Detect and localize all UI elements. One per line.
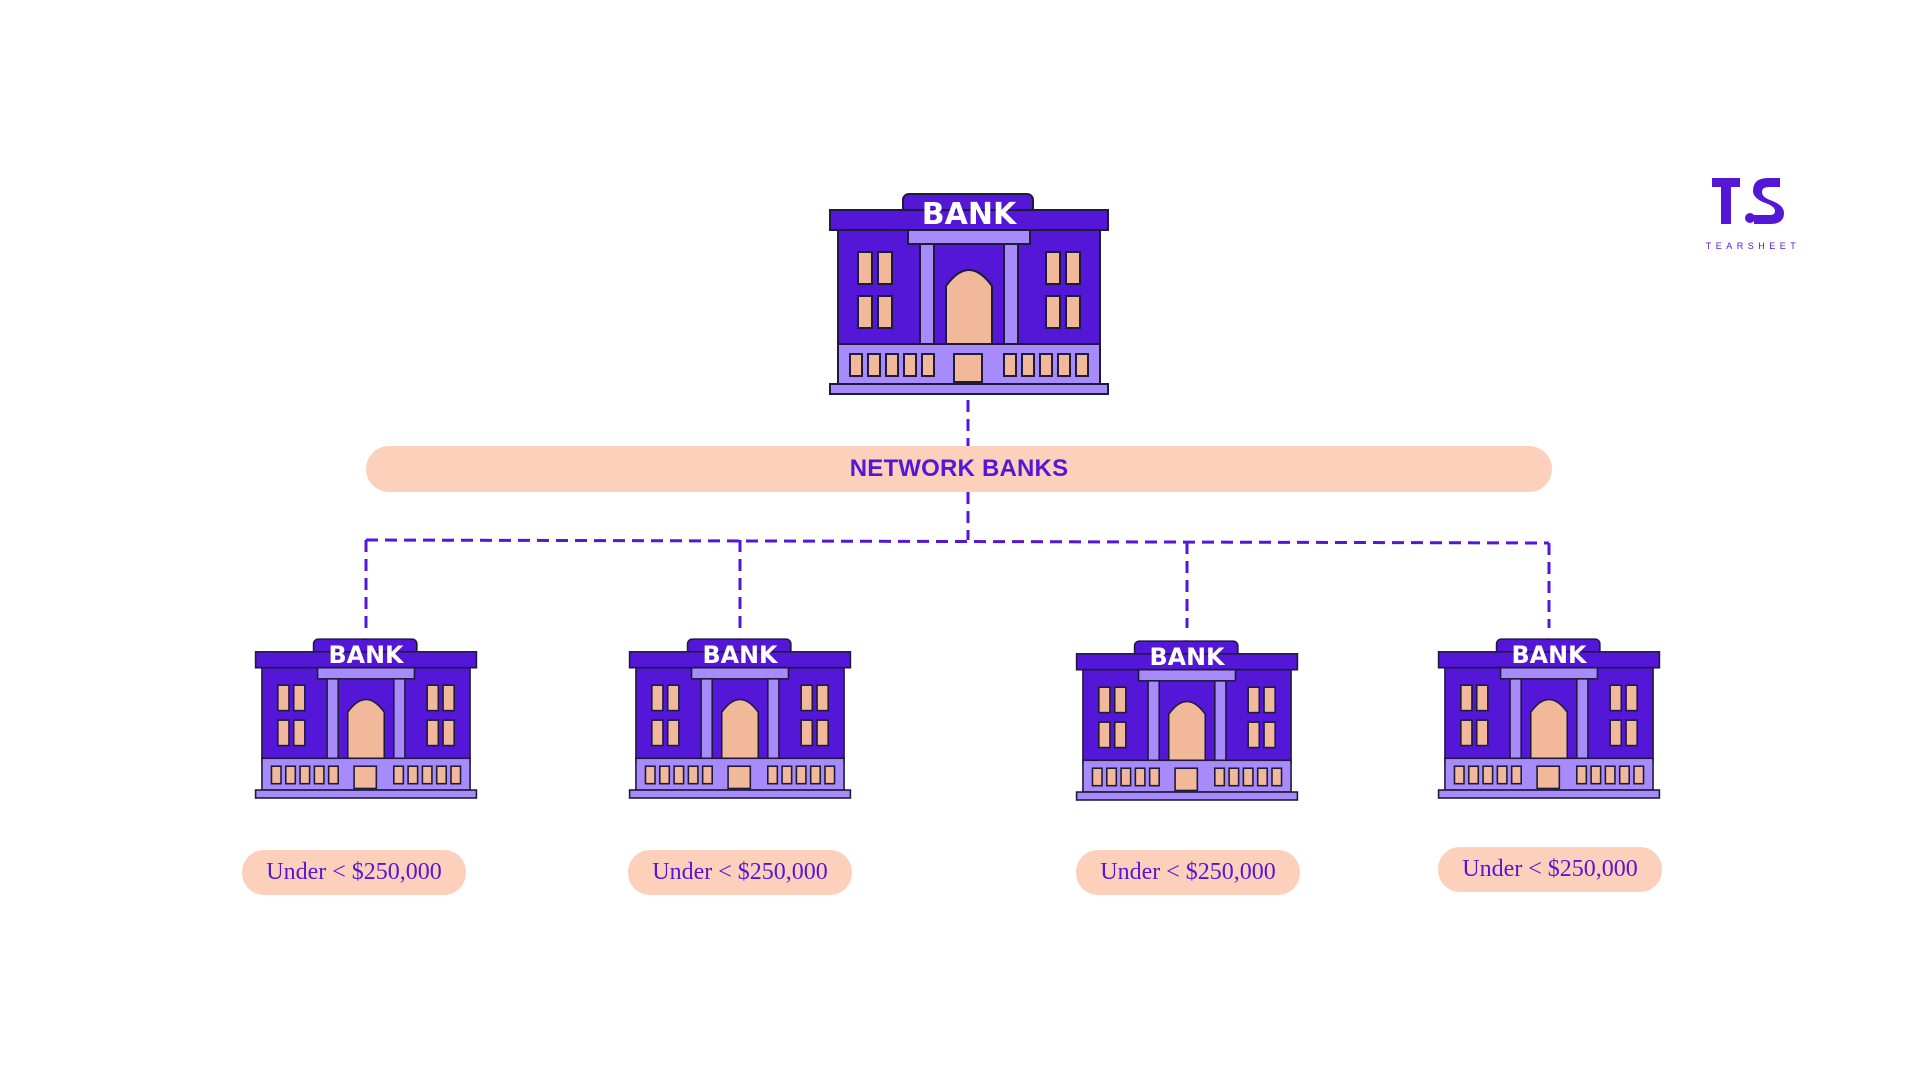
bank-sign: BANK bbox=[1512, 641, 1589, 669]
bank-building-icon: BANK bbox=[254, 638, 478, 799]
ts-logo-icon bbox=[1712, 178, 1784, 224]
logo-wordmark: TEARSHEET bbox=[1705, 241, 1801, 251]
limit-label: Under < $250,000 bbox=[1100, 859, 1276, 885]
top-bank: BANK bbox=[828, 178, 1110, 396]
bank-sign: BANK bbox=[329, 641, 406, 669]
limit-pill-1: Under < $250,000 bbox=[242, 850, 466, 895]
member-bank-3: BANK bbox=[1075, 628, 1299, 802]
network-banks-label: NETWORK BANKS bbox=[849, 455, 1069, 482]
limit-label: Under < $250,000 bbox=[266, 859, 442, 885]
limit-label: Under < $250,000 bbox=[652, 859, 828, 885]
network-banks-bar: NETWORK BANKS bbox=[366, 446, 1552, 492]
limit-label: Under < $250,000 bbox=[1462, 856, 1638, 882]
member-bank-1: BANK bbox=[254, 626, 478, 800]
bank-building-icon: BANK bbox=[829, 193, 1109, 395]
bank-sign: BANK bbox=[703, 641, 780, 669]
limit-pill-3: Under < $250,000 bbox=[1076, 850, 1300, 895]
connector-horizontal bbox=[365, 538, 1550, 545]
bank-building-icon: BANK bbox=[1437, 638, 1661, 799]
limit-pill-4: Under < $250,000 bbox=[1438, 847, 1662, 892]
limit-pill-2: Under < $250,000 bbox=[628, 850, 852, 895]
member-bank-4: BANK bbox=[1437, 626, 1661, 800]
bank-sign: BANK bbox=[922, 197, 1018, 232]
bank-sign: BANK bbox=[1150, 643, 1227, 671]
bank-building-icon: BANK bbox=[1075, 640, 1299, 801]
tearsheet-logo: TEARSHEET bbox=[1690, 176, 1816, 256]
bank-building-icon: BANK bbox=[628, 638, 852, 799]
member-bank-2: BANK bbox=[628, 626, 852, 800]
